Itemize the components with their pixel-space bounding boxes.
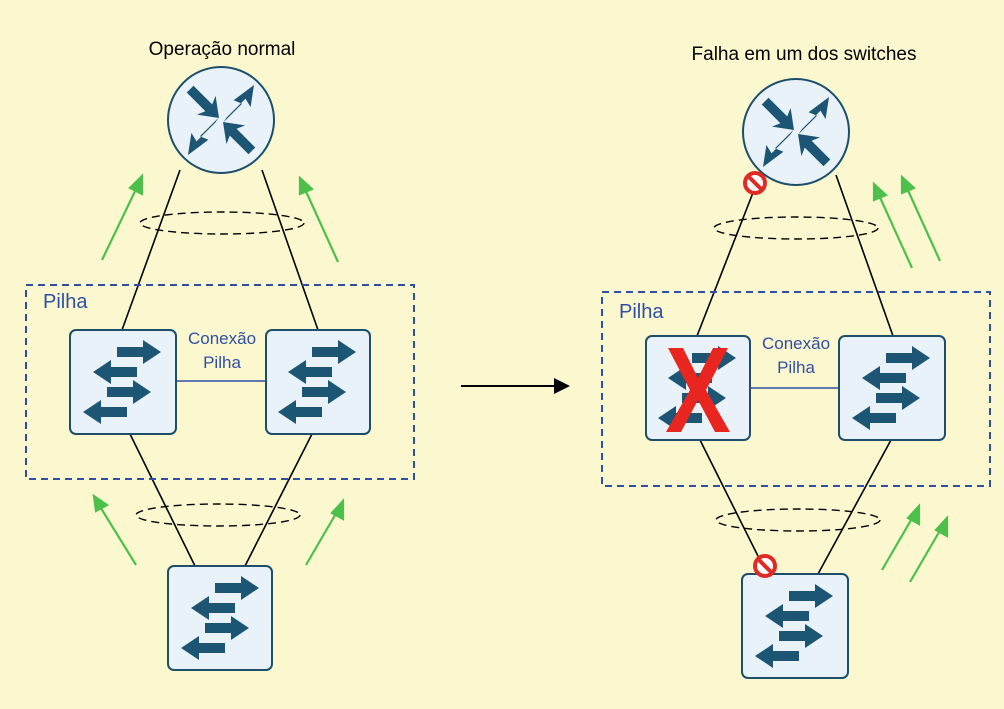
right-title: Falha em um dos switches	[692, 44, 917, 65]
left-panel: Operação normal Pilha Conexão Pilha	[25, 39, 415, 671]
right-router	[742, 78, 850, 186]
right-link-label-1: Conexão	[762, 334, 830, 353]
right-flow-arrows	[872, 174, 949, 583]
left-switch-1	[69, 329, 177, 435]
right-links	[696, 174, 894, 575]
left-link-label-1: Conexão	[188, 329, 256, 348]
right-switch-2	[838, 335, 946, 441]
right-failed-switch	[645, 335, 751, 441]
transition-arrow-icon	[461, 378, 570, 394]
failure-x-icon	[666, 348, 730, 432]
right-panel: Falha em um dos switches Pilha Conexão P…	[601, 44, 991, 679]
left-links	[121, 169, 319, 567]
left-title: Operação normal	[149, 39, 296, 60]
right-access-switch	[741, 573, 849, 679]
blocked-port-icon	[753, 554, 777, 578]
blocked-port-icon	[743, 171, 767, 195]
left-top-lag-ellipse	[139, 211, 305, 235]
right-stack-box	[601, 291, 991, 487]
left-switch-2	[265, 329, 371, 435]
right-link-label-2: Pilha	[777, 358, 815, 377]
left-bottom-lag-ellipse	[135, 503, 301, 527]
left-access-switch	[167, 565, 273, 671]
right-top-lag-ellipse	[713, 216, 879, 240]
left-stack-label: Pilha	[43, 291, 88, 313]
left-stack-box	[25, 284, 415, 480]
left-flow-arrows	[92, 173, 345, 566]
right-stack-label: Pilha	[619, 301, 664, 323]
left-router	[167, 66, 275, 174]
right-bottom-lag-ellipse	[715, 508, 881, 532]
left-link-label-2: Pilha	[203, 353, 241, 372]
